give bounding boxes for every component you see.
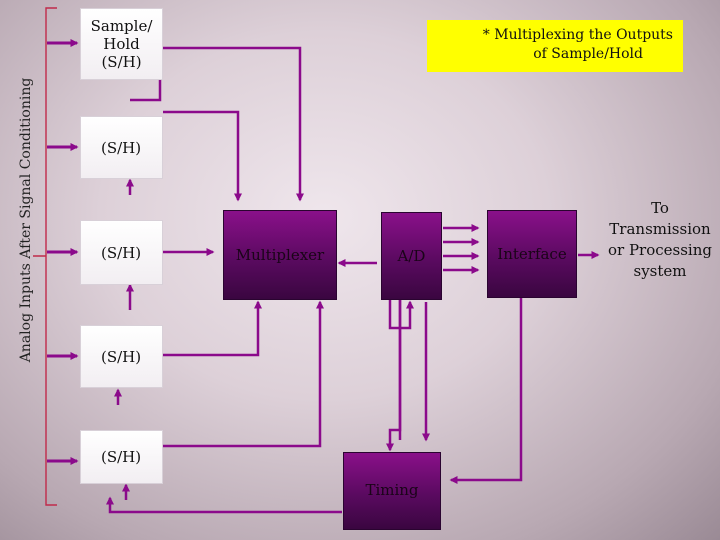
timing-label: Timing [365,481,419,499]
control-bus [106,496,342,514]
sample-hold-label-1a: Sample/ [90,17,153,35]
adc-label: A/D [397,247,426,265]
sample-hold-box-1: Sample/ Hold (S/H) [80,8,163,80]
analog-inputs-label: Analog Inputs After Signal Conditioning [18,77,34,363]
interface-block: Interface [487,210,577,298]
multiplexer-block: Multiplexer [223,210,337,300]
sample-hold-box-4: (S/H) [80,325,163,388]
sample-hold-box-5: (S/H) [80,430,163,484]
interface-label: Interface [497,245,567,263]
sample-hold-label-3: (S/H) [101,243,142,262]
adc-block: A/D [381,212,442,300]
destination-text: To Transmission or Processing system [600,198,720,282]
connector-sh4-mux [163,300,262,357]
sample-hold-label-2: (S/H) [101,138,142,157]
note-line-2: of Sample/Hold [533,46,643,62]
sample-hold-box-2: (S/H) [80,116,163,179]
timing-block: Timing [343,452,441,530]
connector-timing-adc [386,300,402,452]
destination-line-4: system [633,262,687,280]
destination-line-2: Transmission [609,220,711,238]
multiplexer-label: Multiplexer [235,246,325,264]
connector-sh5-mux [163,300,324,448]
sample-hold-label-1b: Hold [103,35,140,53]
control-line-sh1 [130,80,162,102]
destination-line-1: To [651,199,669,217]
sample-hold-label-5: (S/H) [101,448,142,466]
sample-hold-box-3: (S/H) [80,220,163,285]
input-bracket [33,7,57,506]
note-line-1: * Multiplexing the Outputs [482,27,673,43]
sample-hold-label-4: (S/H) [101,347,142,366]
multiplexing-note: * Multiplexing the Outputs of Sample/Hol… [427,20,683,72]
destination-line-3: or Processing [608,241,712,259]
connector-sh2-mux [163,110,242,202]
sample-hold-label-1c: (S/H) [101,53,142,71]
connector-sh1-mux [163,46,304,202]
connector-interface-timing [449,296,523,484]
